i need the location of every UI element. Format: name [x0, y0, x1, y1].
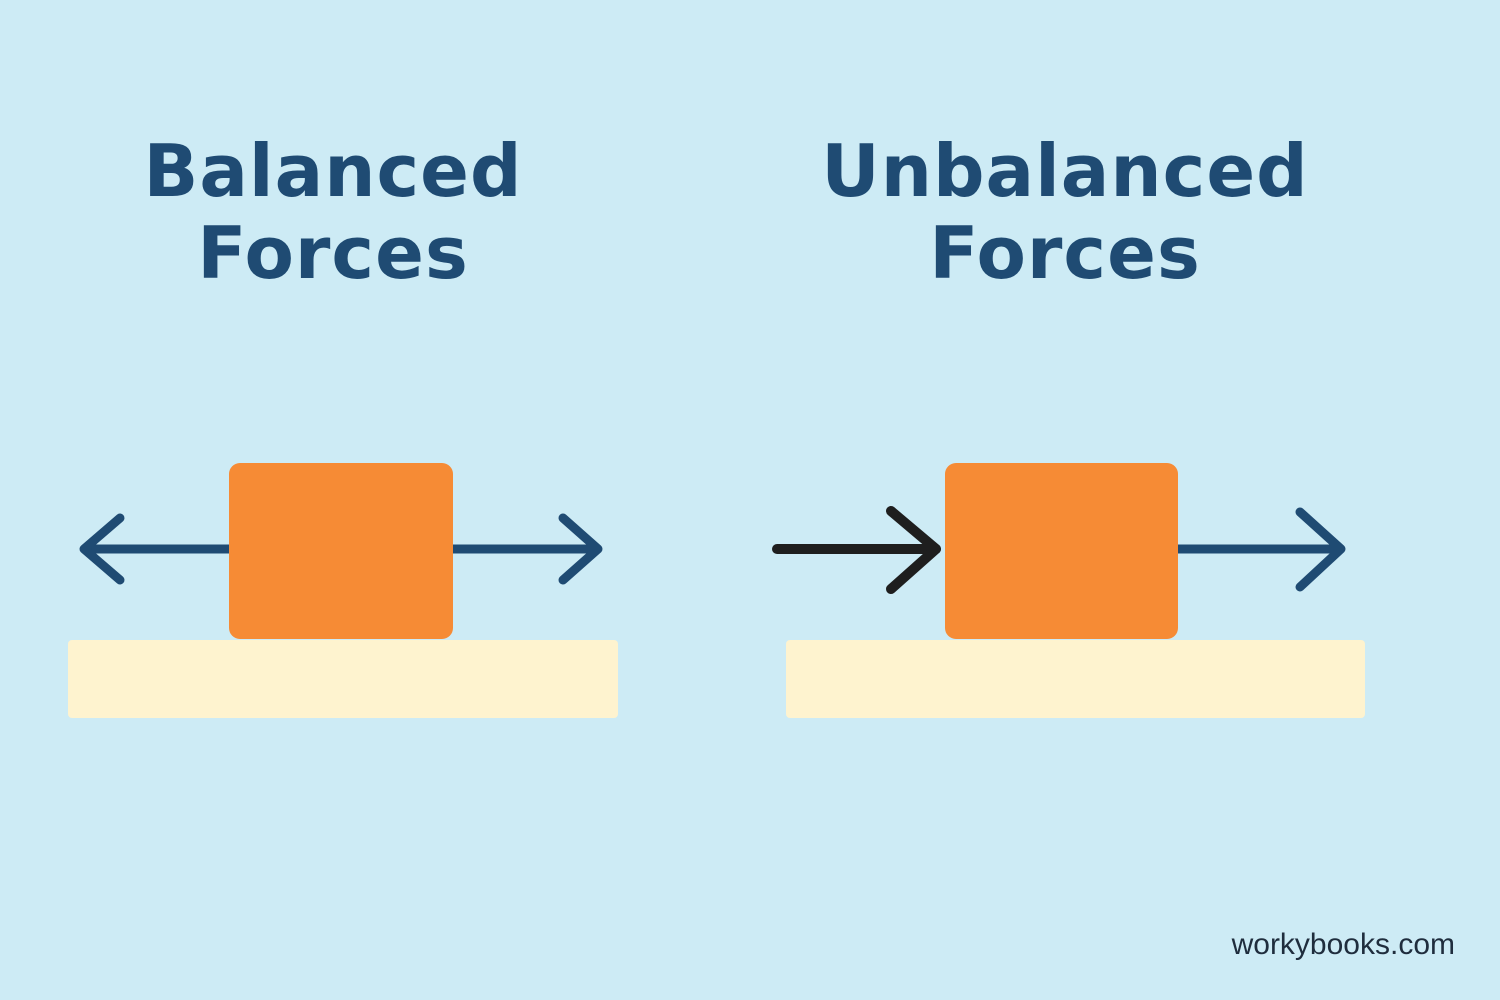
balanced-forces-title: Balanced Forces — [33, 130, 633, 294]
right-force-arrow — [445, 513, 603, 585]
floor-surface-left — [68, 640, 618, 718]
unbalanced-forces-title: Unbalanced Forces — [765, 130, 1365, 294]
left-force-arrow — [79, 513, 237, 585]
title-line: Balanced — [143, 129, 523, 213]
watermark: workybooks.com — [1231, 928, 1455, 961]
right-force-arrow-unbalanced — [1170, 507, 1346, 592]
block-right — [945, 463, 1178, 639]
title-line: Forces — [929, 211, 1201, 295]
title-line: Forces — [197, 211, 469, 295]
block-left — [229, 463, 453, 639]
push-force-arrow — [772, 506, 941, 594]
floor-surface-right — [786, 640, 1365, 718]
title-line: Unbalanced — [821, 129, 1309, 213]
